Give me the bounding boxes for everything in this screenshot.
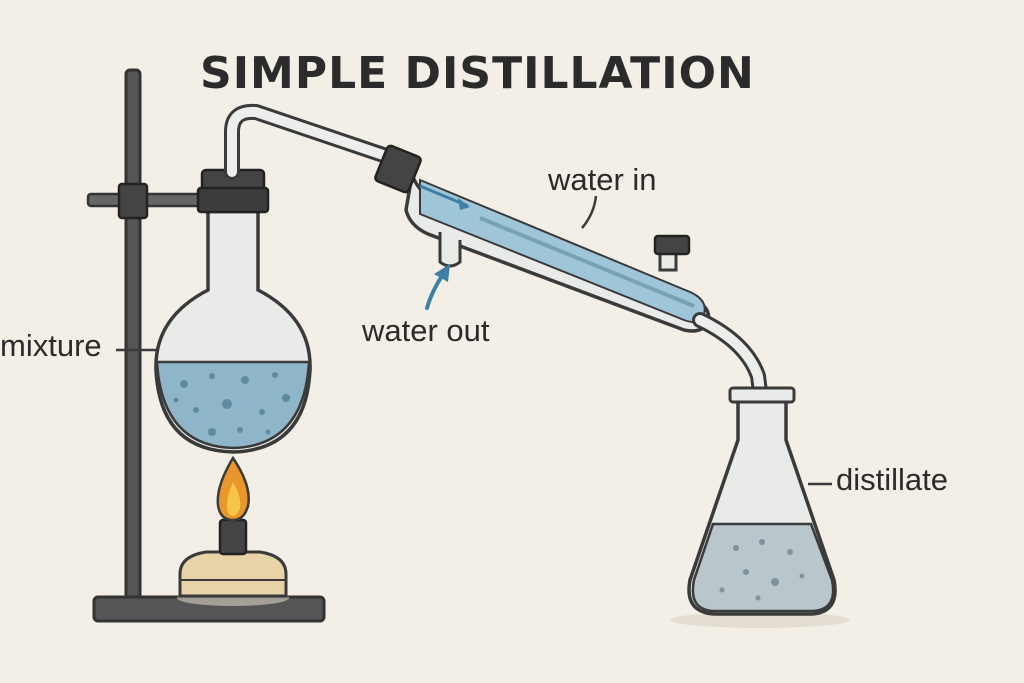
water-out-label: water out	[362, 313, 490, 348]
leader-lines	[116, 195, 832, 486]
outlet-tube	[692, 312, 768, 400]
ring-stand	[86, 68, 326, 623]
vapour-tube	[224, 103, 406, 180]
condenser	[374, 144, 711, 333]
water-out-arrow	[425, 264, 450, 310]
round-bottom-flask	[154, 168, 312, 454]
erlenmeyer-flask	[670, 386, 850, 628]
diagram-title: SIMPLE DISTILLATION	[200, 48, 755, 99]
water-in-label: water in	[548, 162, 657, 197]
burner	[177, 455, 289, 606]
water-in-leader-line	[581, 195, 598, 229]
mixture-label: mixture	[0, 328, 102, 363]
distillate-label: distillate	[836, 462, 948, 497]
